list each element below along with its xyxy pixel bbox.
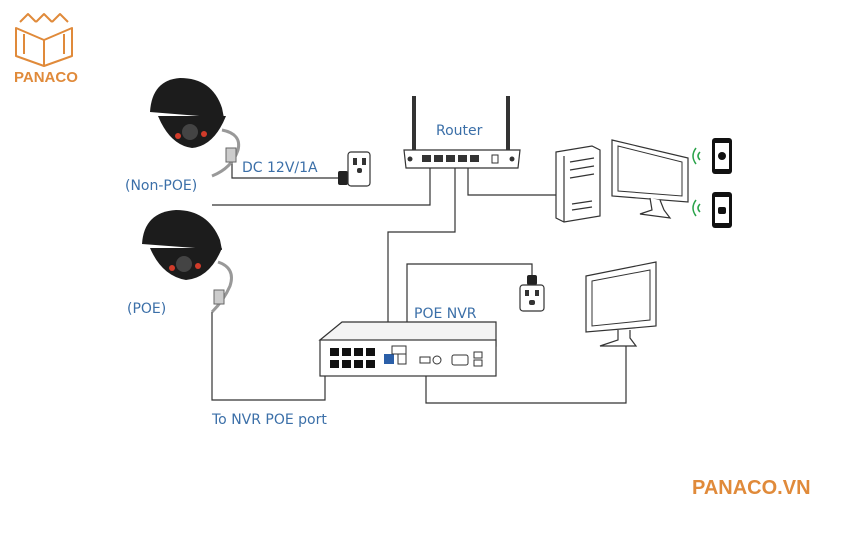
wire-router-pc — [467, 166, 556, 196]
label-poe-nvr: POE NVR — [414, 306, 477, 322]
wire-camera-router — [212, 166, 431, 206]
nvr-monitor-icon — [585, 261, 657, 347]
wire-dc-power — [231, 160, 345, 179]
panaco-book-icon — [15, 13, 73, 67]
camera-poe — [142, 210, 233, 314]
label-nvr-poe-port: To NVR POE port — [211, 412, 327, 428]
wire-router-nvr — [387, 166, 456, 346]
wire-nvr-monitor — [425, 340, 627, 404]
label-non-poe: (Non-POE) — [125, 178, 197, 194]
label-poe: (POE) — [127, 301, 166, 317]
website-text: PANACO.VN — [692, 477, 811, 499]
wires — [211, 160, 627, 404]
poe-nvr-icon — [318, 321, 497, 377]
label-dc-power: DC 12V/1A — [242, 160, 318, 176]
power-plug-icon — [338, 151, 371, 187]
wire-poe-camera-nvr — [211, 312, 326, 401]
apple-phone-icon — [712, 138, 732, 174]
router-icon — [403, 96, 521, 169]
monitor-icon — [611, 139, 689, 219]
wifi-icon — [692, 147, 701, 217]
computer-tower-icon — [555, 145, 601, 223]
label-router: Router — [436, 123, 483, 139]
android-phone-icon — [712, 192, 732, 228]
camera-non-poe — [150, 78, 241, 178]
nvr-power-plug-icon — [519, 275, 545, 312]
logo-text: PANACO — [14, 69, 78, 86]
wire-nvr-power — [406, 263, 533, 346]
